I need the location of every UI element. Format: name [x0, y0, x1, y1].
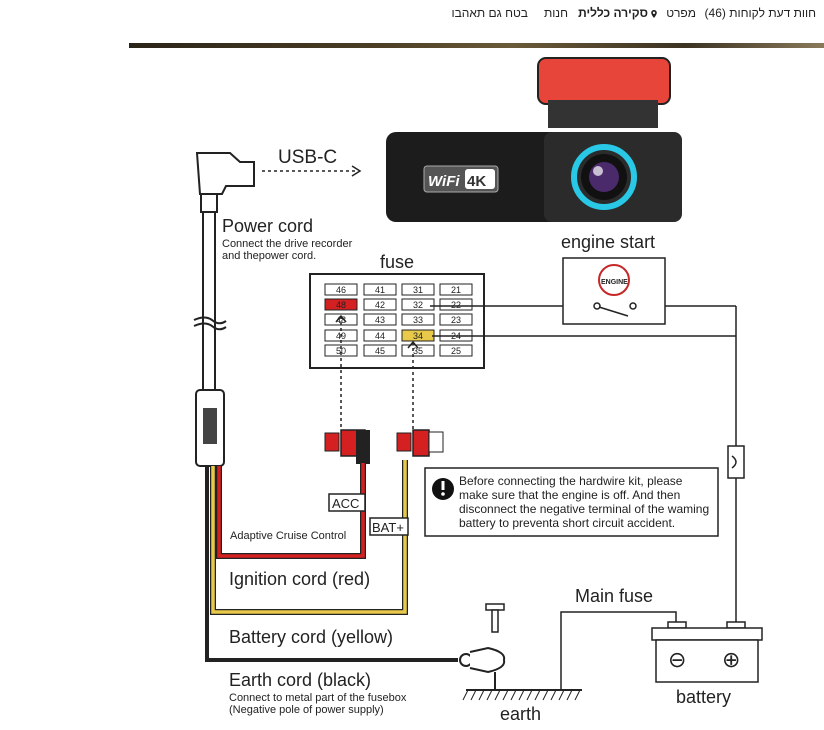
earth-terminal: [459, 603, 582, 701]
nav-specs[interactable]: מפרט: [666, 6, 696, 20]
fuse-slot: [439, 283, 473, 296]
earth-desc-1: Connect to metal part of the fusebox: [229, 692, 407, 704]
fuse-slot-number: 25: [451, 346, 461, 356]
nav-reviews[interactable]: חוות דעת לקוחות (46): [704, 6, 816, 20]
power-cord-desc-2: and thepower cord.: [222, 250, 316, 262]
fuse-slot-number: 23: [451, 315, 461, 325]
fuse-slot-number: 31: [413, 285, 423, 295]
acc-label: ACC: [332, 496, 359, 511]
fuse-slot-number: 22: [451, 300, 461, 310]
fuse-slot-number: 48: [336, 300, 346, 310]
fuse-tap-acc: [324, 429, 370, 464]
location-pin-icon: [651, 9, 657, 18]
earth-label: earth: [500, 704, 541, 724]
engine-badge: ENGINE: [601, 279, 628, 286]
fuse-slot: [324, 344, 358, 357]
fuse-slot-number: 43: [375, 315, 385, 325]
fuse-slot-number: 21: [451, 285, 461, 295]
usb-c-label: USB-C: [278, 147, 337, 168]
power-cord-graphic: [193, 152, 362, 467]
fuse-tap-bat: [396, 429, 444, 457]
fuse-slot-number: 32: [413, 300, 423, 310]
fuse-slot: [363, 344, 397, 357]
earth-cord-label: Earth cord (black): [229, 670, 371, 690]
top-navigation: חוות דעת לקוחות (46) מפרט סקירה כללית חנ…: [0, 0, 824, 28]
fuse-slot-number: 48: [336, 315, 346, 325]
fuse-slot-number: 41: [375, 285, 385, 295]
fuse-slot: [439, 313, 473, 326]
earth-desc-2: (Negative pole of power supply): [229, 704, 384, 716]
nav-shop-safely[interactable]: בטח גם תאהבו: [451, 6, 528, 20]
nav-overview-label: סקירה כללית: [578, 6, 648, 20]
nav-overview[interactable]: סקירה כללית: [578, 6, 658, 20]
dash-camera: WiFi 4K: [386, 57, 682, 222]
engine-start-label: engine start: [561, 232, 655, 252]
adaptive-cruise-label: Adaptive Cruise Control: [230, 530, 346, 542]
ignition-cord-label: Ignition cord (red): [229, 569, 370, 589]
battery-plus-icon: ⊕: [722, 647, 740, 672]
fuse-slot: [363, 283, 397, 296]
fuse-slot: [401, 298, 435, 311]
engine-button-icon: [598, 264, 630, 296]
fuse-slot-number: 33: [413, 315, 423, 325]
fuse-title: fuse: [380, 252, 414, 272]
warning-line-4: battery to preventa short circuit accide…: [459, 516, 675, 530]
4k-badge: 4K: [467, 173, 486, 190]
fuse-slot-number: 35: [413, 346, 423, 356]
main-fuse-label: Main fuse: [575, 586, 653, 606]
warning-line-1: Before connecting the hardwire kit, plea…: [459, 474, 683, 488]
bat-label: BAT+: [372, 520, 404, 535]
fuse-slot: [401, 313, 435, 326]
warning-box: [424, 467, 719, 537]
battery-cord-label: Battery cord (yellow): [229, 627, 393, 647]
warning-line-2: make sure that the engine is off. And th…: [459, 488, 680, 502]
fuse-slot: [324, 283, 358, 296]
fuse-slot: [363, 313, 397, 326]
warning-line-3: disconnect the negative terminal of the …: [459, 502, 709, 516]
fuse-slot-number: 34: [413, 331, 423, 341]
fuse-slot: [324, 298, 358, 311]
hero-image-strip: [129, 43, 824, 48]
wifi-badge: WiFi: [428, 173, 460, 190]
fuse-slot: [401, 344, 435, 357]
fuse-slot: [363, 329, 397, 342]
power-cord-desc-1: Connect the drive recorder: [222, 238, 353, 250]
fuse-slot: [439, 344, 473, 357]
power-cord-title: Power cord: [222, 216, 313, 236]
wiring-diagram-image: WiFi 4K USB-C Power cord Connect the dri…: [193, 57, 763, 724]
fuse-slot: [439, 298, 473, 311]
fuse-slot: [401, 283, 435, 296]
fuse-slot-number: 45: [375, 346, 385, 356]
fuse-slot: [363, 298, 397, 311]
battery-minus-icon: ⊖: [668, 647, 686, 672]
fuse-slot-number: 50: [336, 346, 346, 356]
battery-graphic: ⊖ ⊕: [651, 621, 763, 683]
battery-label: battery: [676, 687, 731, 707]
nav-store[interactable]: חנות: [544, 6, 568, 20]
fuse-slot-number: 44: [375, 331, 385, 341]
fuse-slot-number: 42: [375, 300, 385, 310]
fuse-slot-number: 46: [336, 285, 346, 295]
